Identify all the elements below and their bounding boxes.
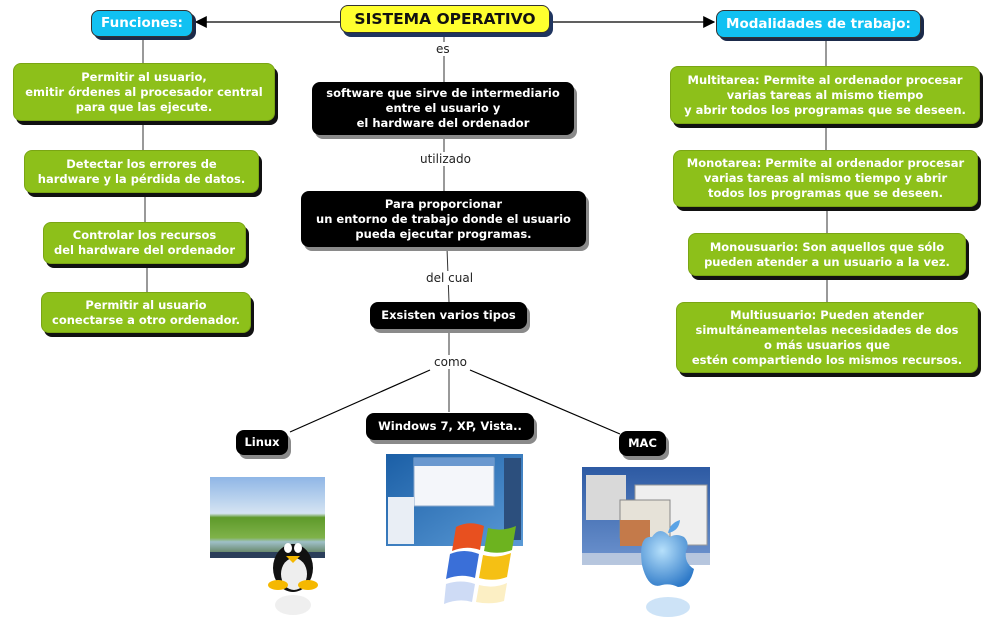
root-node-sistema-operativo[interactable]: SISTEMA OPERATIVO xyxy=(340,5,550,33)
os-type-windows[interactable]: Windows 7, XP, Vista.. xyxy=(366,413,534,440)
function-node[interactable]: Permitir al usuario, emitir órdenes al p… xyxy=(13,63,275,121)
link-label-como: como xyxy=(432,355,469,369)
os-type-mac[interactable]: MAC xyxy=(619,431,666,456)
types-node[interactable]: Exsisten varios tipos xyxy=(370,302,527,329)
modality-node[interactable]: Multitarea: Permite al ordenador procesa… xyxy=(670,66,980,124)
functions-header[interactable]: Funciones: xyxy=(91,10,193,37)
link-label-utilizado: utilizado xyxy=(418,152,473,166)
modalities-header[interactable]: Modalidades de trabajo: xyxy=(716,10,921,38)
function-node[interactable]: Controlar los recursos del hardware del … xyxy=(43,222,246,264)
purpose-node[interactable]: Para proporcionar un entorno de trabajo … xyxy=(301,191,586,247)
link-label-es: es xyxy=(434,42,452,56)
linux-desktop-image xyxy=(210,477,325,615)
windows-logo-icon xyxy=(444,523,516,604)
os-type-linux[interactable]: Linux xyxy=(236,430,288,455)
modality-node[interactable]: Monousuario: Son aquellos que sólo puede… xyxy=(688,233,966,276)
function-node[interactable]: Detectar los errores de hardware y la pé… xyxy=(24,150,259,193)
modality-node[interactable]: Monotarea: Permite al ordenador procesar… xyxy=(673,150,978,207)
definition-node[interactable]: software que sirve de intermediario entr… xyxy=(312,82,574,135)
tux-penguin-icon xyxy=(268,543,318,615)
modality-node[interactable]: Multiusuario: Pueden atender simultáneam… xyxy=(676,302,978,373)
function-node[interactable]: Permitir al usuario conectarse a otro or… xyxy=(41,292,251,333)
apple-logo-icon xyxy=(641,520,694,617)
mac-desktop-image xyxy=(582,467,710,617)
windows-desktop-image xyxy=(386,454,523,604)
link-label-del-cual: del cual xyxy=(424,271,476,285)
